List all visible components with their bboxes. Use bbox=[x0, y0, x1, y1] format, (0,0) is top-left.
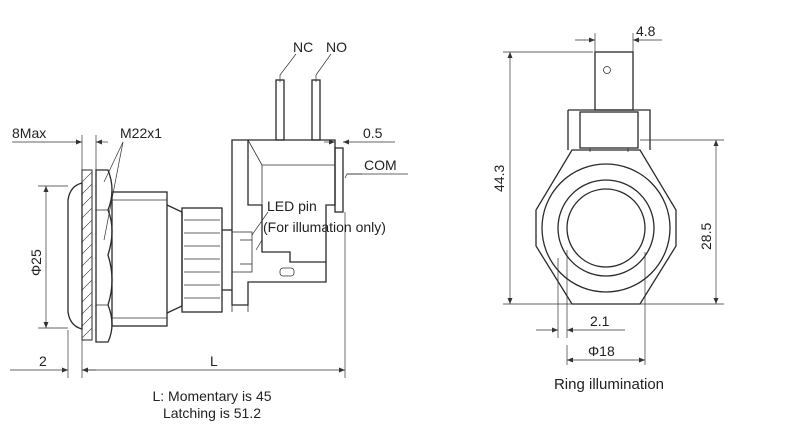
front-terminal bbox=[594, 51, 634, 111]
bezel-flange bbox=[67, 182, 83, 330]
led-pin-note-label: (For illumation only) bbox=[263, 219, 386, 235]
nc-label: NC bbox=[293, 39, 313, 55]
flange-label: 2 bbox=[39, 353, 47, 369]
hex-nut bbox=[95, 169, 113, 343]
dimension-lines bbox=[10, 135, 408, 378]
com-label: COM bbox=[364, 157, 397, 173]
illumination-ring bbox=[557, 179, 655, 277]
terminals bbox=[275, 79, 344, 213]
length-label: L bbox=[210, 353, 218, 369]
ring-width-label: 2.1 bbox=[590, 313, 610, 329]
max-thickness-label: 8Max bbox=[12, 125, 46, 141]
no-label: NO bbox=[326, 39, 347, 55]
mounting-panel bbox=[81, 169, 93, 341]
outer-ring bbox=[541, 163, 671, 293]
front-switch-block bbox=[567, 109, 651, 152]
front-hex-nut bbox=[535, 149, 677, 305]
diameter-label: Φ25 bbox=[28, 249, 44, 276]
led-pin-label: LED pin bbox=[267, 198, 317, 214]
length-note-line2: Latching is 51.2 bbox=[163, 405, 261, 421]
side-view: NC NO 8Max M22x1 0.5 COM LED pin (For il… bbox=[10, 39, 408, 421]
front-view-caption: Ring illumination bbox=[554, 376, 664, 393]
button-cap bbox=[566, 188, 646, 268]
ribbed-collar bbox=[181, 207, 232, 313]
hex-height-label: 28.5 bbox=[698, 223, 714, 250]
leaders bbox=[103, 53, 362, 251]
front-view: 4.8 44.3 28.5 2.1 Φ18 Ring illumination bbox=[491, 23, 724, 393]
inner-diameter-label: Φ18 bbox=[588, 343, 615, 359]
threaded-body bbox=[111, 191, 183, 327]
terminal-width-label: 4.8 bbox=[636, 23, 656, 39]
length-note-line1: L: Momentary is 45 bbox=[152, 388, 271, 404]
front-dimension-lines bbox=[503, 33, 724, 365]
thread-label: M22x1 bbox=[120, 125, 162, 141]
total-height-label: 44.3 bbox=[491, 165, 507, 192]
terminal-thickness-label: 0.5 bbox=[363, 125, 383, 141]
